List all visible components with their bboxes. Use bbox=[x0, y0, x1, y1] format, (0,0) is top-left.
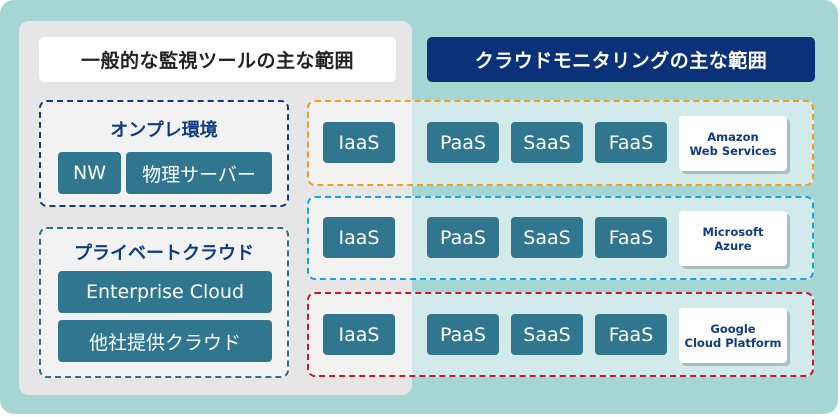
provider-label-azure: Microsoft Azure bbox=[679, 211, 787, 266]
provider-name-line1: Google bbox=[710, 321, 756, 336]
provider-label-gcp: Google Cloud Platform bbox=[679, 308, 787, 363]
service-iaas: IaaS bbox=[323, 217, 395, 258]
private-cloud-item-enterprise-cloud: Enterprise Cloud bbox=[58, 271, 272, 313]
service-saas: SaaS bbox=[511, 122, 583, 163]
private-cloud-title: プライベートクラウド bbox=[74, 243, 254, 264]
service-saas: SaaS bbox=[511, 314, 583, 355]
service-paas: PaaS bbox=[427, 314, 499, 355]
provider-label-aws: Amazon Web Services bbox=[679, 116, 787, 171]
cloud-row-azure: IaaS PaaS SaaS FaaS Microsoft Azure bbox=[307, 196, 814, 280]
onprem-title: オンプレ環境 bbox=[110, 120, 218, 141]
service-paas: PaaS bbox=[427, 122, 499, 163]
service-iaas: IaaS bbox=[323, 122, 395, 163]
onprem-environment-box: オンプレ環境 NW 物理サーバー bbox=[39, 100, 289, 207]
provider-name-line1: Amazon bbox=[707, 129, 759, 144]
provider-name-line1: Microsoft bbox=[702, 224, 764, 239]
service-saas: SaaS bbox=[511, 217, 583, 258]
service-faas: FaaS bbox=[595, 217, 667, 258]
onprem-item-nw: NW bbox=[58, 152, 121, 194]
provider-name-line2: Azure bbox=[714, 238, 752, 253]
cloud-row-aws: IaaS PaaS SaaS FaaS Amazon Web Services bbox=[307, 100, 814, 186]
private-cloud-item-other-provider-cloud: 他社提供クラウド bbox=[58, 320, 272, 362]
service-paas: PaaS bbox=[427, 217, 499, 258]
general-tools-scope-header: 一般的な監視ツールの主な範囲 bbox=[39, 37, 396, 82]
cloud-monitoring-scope-header: クラウドモニタリングの主な範囲 bbox=[427, 37, 815, 82]
provider-name-line2: Cloud Platform bbox=[684, 335, 782, 350]
cloud-row-gcp: IaaS PaaS SaaS FaaS Google Cloud Platfor… bbox=[307, 292, 814, 377]
provider-name-line2: Web Services bbox=[689, 143, 777, 158]
service-iaas: IaaS bbox=[323, 314, 395, 355]
private-cloud-environment-box: プライベートクラウド Enterprise Cloud 他社提供クラウド bbox=[39, 227, 289, 378]
onprem-item-physical-server: 物理サーバー bbox=[126, 152, 272, 194]
service-faas: FaaS bbox=[595, 314, 667, 355]
service-faas: FaaS bbox=[595, 122, 667, 163]
